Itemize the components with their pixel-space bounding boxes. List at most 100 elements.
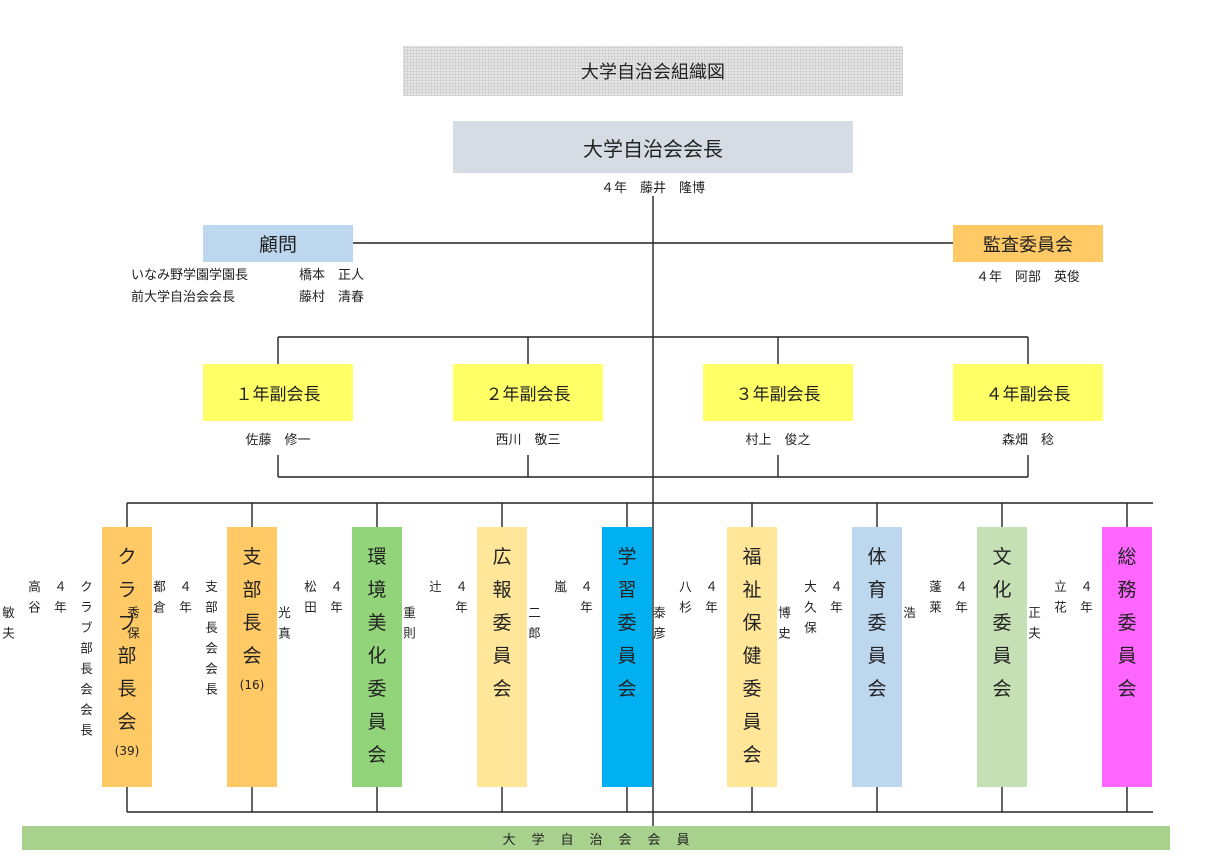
committee-name-char: 委 (992, 612, 1012, 634)
advisor-name: 藤村 清春 (299, 290, 365, 305)
committee-name-char: 員 (742, 711, 762, 733)
committee-name-char: 長 (117, 678, 137, 700)
committee-name-char: 美 (367, 612, 387, 634)
chair-given: 浩 (901, 606, 916, 627)
chart-title: 大学自治会組織図 (403, 46, 903, 96)
vice-president-1-name: 佐藤 修一 (245, 433, 311, 448)
committee-box: クラブ部長会(39) (102, 527, 152, 787)
chair-given: 泰彦 (651, 606, 666, 647)
committee-name-char: 会 (242, 645, 262, 667)
committee-name-char: 会 (492, 678, 512, 700)
president-box: 大学自治会会長 (453, 121, 853, 173)
committee-name-char: 員 (617, 645, 637, 667)
committee-name-char: 会 (117, 711, 137, 733)
vice-president-1-box: １年副会長 (203, 364, 353, 421)
vice-president-4-name: 森畑 稔 (1001, 433, 1054, 448)
chair-surname: 都倉 (151, 580, 166, 621)
committee-name-char: 報 (492, 579, 512, 601)
committee-name-char: 会 (742, 744, 762, 766)
committee-box: 総務委員会 (1102, 527, 1152, 787)
committee-name-char: 委 (1117, 612, 1137, 634)
committee-name-char: 総 (1117, 546, 1137, 568)
chair-grade: ４年 (453, 580, 468, 621)
committee-name-char: 員 (1117, 645, 1137, 667)
committee-name-char: 環 (367, 546, 387, 568)
vice-president-2-name: 西川 敬三 (495, 433, 561, 448)
chair-surname: 立花 (1052, 580, 1067, 621)
committee-box: 体育委員会 (852, 527, 902, 787)
committee-name-char: 健 (742, 645, 762, 667)
committee-box: 学習委員会 (602, 527, 652, 787)
committee-name-char: 会 (867, 678, 887, 700)
members-bar: 大学自治会会員 (22, 826, 1170, 850)
committee-name-char: 保 (742, 612, 762, 634)
advisor-line: 前大学自治会会長藤村 清春 (131, 287, 364, 309)
chair-surname: 高谷 (26, 580, 41, 621)
advisor-list: いなみ野学園学園長 橋本 正人 前大学自治会会長藤村 清春 (131, 265, 364, 309)
committee-name-char: 員 (867, 645, 887, 667)
chair-given: 秀保 (125, 606, 140, 647)
committee-count: (16) (239, 678, 265, 692)
committee-name-char: ブ (117, 612, 137, 634)
committee-name-char: 学 (617, 546, 637, 568)
advisor-line: いなみ野学園学園長 橋本 正人 (131, 265, 364, 287)
committee-name-char: 員 (367, 711, 387, 733)
vice-president-4-box: ４年副会長 (953, 364, 1103, 421)
committee-chair: ４年蓬莱浩 (895, 580, 973, 627)
committee-name-char: 務 (1117, 579, 1137, 601)
committee-chair: ４年八杉泰彦 (645, 580, 723, 647)
committee-name-char: 会 (367, 744, 387, 766)
chair-grade: ４年 (828, 580, 843, 621)
chair-note: クラブ部長会会長 (78, 580, 93, 744)
chair-given: 博史 (776, 606, 791, 647)
chair-surname: 嵐 (552, 580, 567, 601)
committee-name-char: 広 (492, 546, 512, 568)
committee-name-char: ラ (117, 579, 137, 601)
chair-given: 二郎 (526, 606, 541, 647)
committee-name-char: 委 (492, 612, 512, 634)
chair-surname: 松田 (302, 580, 317, 621)
committee-name-char: 員 (492, 645, 512, 667)
committee-name-char: 委 (742, 678, 762, 700)
committee-name-char: 祉 (742, 579, 762, 601)
chair-given: 正夫 (1026, 606, 1041, 647)
committee-name-char: 化 (367, 645, 387, 667)
chair-grade: ４年 (703, 580, 718, 621)
vice-president-2-box: ２年副会長 (453, 364, 603, 421)
advisor-name: 橋本 正人 (299, 268, 365, 283)
committee-name-char: 会 (617, 678, 637, 700)
committee-name-char: 福 (742, 546, 762, 568)
committee-chair: ４年松田光真 (270, 580, 348, 647)
committee-name-char: 委 (367, 678, 387, 700)
committee-box: 広報委員会 (477, 527, 527, 787)
committee-name-char: 委 (867, 612, 887, 634)
chair-grade: ４年 (1078, 580, 1093, 621)
chair-grade: ４年 (578, 580, 593, 621)
committee-name-char: 化 (992, 579, 1012, 601)
chair-surname: 大久保 (802, 580, 817, 642)
committee-name-char: 会 (992, 678, 1012, 700)
chair-note: 支部長会会長 (203, 580, 218, 703)
vice-president-3-name: 村上 俊之 (745, 433, 811, 448)
committee-chair: ４年嵐二郎 (520, 580, 598, 647)
president-name: ４年 藤井 隆博 (600, 181, 705, 196)
committee-name-char: 育 (867, 579, 887, 601)
committee-box: 支部長会(16) (227, 527, 277, 787)
committee-count: (39) (114, 744, 140, 758)
committee-name-char: 支 (242, 546, 262, 568)
committee-box: 環境美化委員会 (352, 527, 402, 787)
vice-president-3-box: ３年副会長 (703, 364, 853, 421)
committee-chair: ４年辻重則 (395, 580, 473, 647)
committee-name-char: 習 (617, 579, 637, 601)
committee-name-char: 境 (367, 579, 387, 601)
auditor-name: ４年 阿部 英俊 (975, 270, 1080, 285)
committee-name-char: 長 (242, 612, 262, 634)
chair-given: 敏夫 (0, 606, 15, 647)
committee-name-char: 委 (617, 612, 637, 634)
advisor-title: いなみ野学園学園長 (131, 268, 249, 283)
advisor-box: 顧問 (203, 225, 353, 262)
committee-name-char: 体 (867, 546, 887, 568)
